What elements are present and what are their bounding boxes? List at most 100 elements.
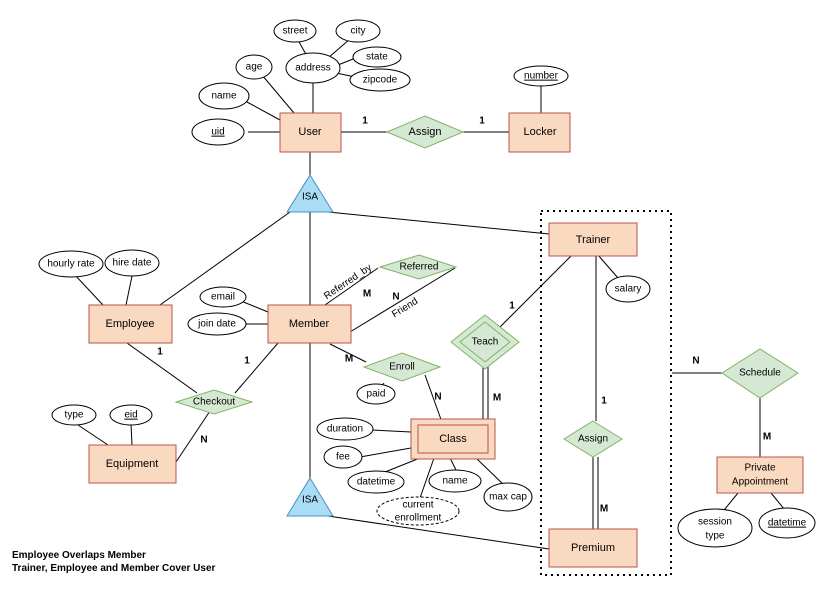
card-employee-checkout: 1: [157, 347, 163, 358]
attribute-uid: uid: [191, 118, 245, 146]
svg-text:Trainer: Trainer: [576, 234, 611, 246]
card-assign-premium: M: [600, 504, 608, 515]
card-user-assign: 1: [362, 116, 368, 127]
entity-employee: Employee: [88, 304, 173, 344]
card-schedule-appointment: M: [763, 432, 771, 443]
svg-text:Referred: Referred: [400, 262, 439, 273]
attribute-name-user: name: [198, 82, 250, 110]
svg-text:Premium: Premium: [571, 542, 615, 554]
svg-text:paid: paid: [367, 389, 386, 400]
svg-text:Enroll: Enroll: [389, 362, 415, 373]
entity-user: User: [279, 112, 342, 153]
connector-lines: [73, 38, 786, 550]
card-group-schedule: N: [692, 356, 699, 367]
svg-text:Appointment: Appointment: [732, 477, 788, 488]
svg-text:email: email: [211, 292, 235, 303]
attribute-type: type: [51, 404, 97, 426]
svg-text:Locker: Locker: [523, 126, 556, 138]
svg-text:join date: join date: [197, 319, 236, 330]
svg-text:type: type: [65, 410, 84, 421]
svg-text:hourly rate: hourly rate: [47, 259, 95, 270]
relationship-assign-user-locker: Assign: [385, 115, 465, 149]
attribute-paid: paid: [356, 383, 396, 405]
svg-text:Assign: Assign: [578, 434, 608, 445]
note-overlap: Employee Overlaps Member: [12, 550, 146, 561]
svg-text:User: User: [298, 126, 322, 138]
attribute-join-date: join date: [187, 312, 247, 336]
svg-text:datetime: datetime: [357, 477, 396, 488]
card-trainer-assign: 1: [601, 396, 607, 407]
card-member-enroll: M: [345, 354, 353, 365]
aggregation-box: [540, 210, 672, 576]
attribute-state: state: [352, 46, 402, 68]
svg-text:ISA: ISA: [302, 495, 318, 506]
attribute-eid: eid: [109, 404, 153, 426]
note-cover: Trainer, Employee and Member Cover User: [12, 563, 216, 574]
svg-text:max cap: max cap: [489, 492, 527, 503]
svg-text:Private: Private: [744, 463, 776, 474]
relationship-enroll: Enroll: [362, 352, 442, 382]
entity-trainer: Trainer: [548, 222, 638, 257]
card-member-checkout: 1: [244, 356, 250, 367]
svg-text:number: number: [524, 71, 559, 82]
svg-text:street: street: [282, 26, 307, 37]
attribute-street: street: [273, 19, 317, 43]
card-referred-friend: N: [392, 292, 399, 303]
attribute-max-cap: max cap: [483, 482, 533, 512]
svg-text:name: name: [442, 476, 467, 487]
attribute-email: email: [199, 286, 247, 308]
svg-text:state: state: [366, 52, 388, 63]
attribute-hourly-rate: hourly rate: [38, 250, 104, 278]
svg-text:Schedule: Schedule: [739, 368, 781, 379]
card-assign-locker: 1: [479, 116, 485, 127]
attribute-city: city: [335, 19, 381, 43]
attribute-salary: salary: [605, 275, 651, 303]
attribute-hire-date: hire date: [104, 249, 160, 277]
attribute-fee: fee: [323, 445, 363, 469]
card-enroll-class: N: [434, 392, 441, 403]
svg-text:eid: eid: [124, 410, 137, 421]
relationship-schedule: Schedule: [721, 348, 799, 399]
relationship-teach: Teach: [450, 314, 520, 370]
relationship-checkout: Checkout: [174, 389, 254, 415]
svg-text:uid: uid: [211, 127, 224, 138]
entity-equipment: Equipment: [88, 444, 177, 484]
attribute-number: number: [513, 65, 569, 87]
card-member-referred: M: [363, 289, 371, 300]
attribute-address: address: [285, 52, 341, 84]
entity-locker: Locker: [508, 112, 571, 153]
svg-text:duration: duration: [327, 424, 363, 435]
svg-text:fee: fee: [336, 452, 350, 463]
entity-class: Class: [410, 418, 496, 460]
attribute-datetime-appointment: datetime: [758, 507, 816, 539]
svg-text:name: name: [211, 91, 236, 102]
svg-text:Member: Member: [289, 318, 330, 330]
entity-premium: Premium: [548, 528, 638, 568]
svg-text:city: city: [351, 26, 366, 37]
svg-text:salary: salary: [615, 284, 642, 295]
svg-text:hire date: hire date: [113, 258, 152, 269]
svg-text:zipcode: zipcode: [363, 75, 398, 86]
svg-text:Employee: Employee: [106, 318, 155, 330]
relationship-referred: Referred: [378, 254, 458, 280]
svg-text:enrollment: enrollment: [395, 513, 442, 524]
svg-text:datetime: datetime: [768, 518, 807, 529]
svg-text:ISA: ISA: [302, 192, 318, 203]
attribute-session-type: session type: [677, 508, 753, 548]
svg-text:type: type: [706, 531, 725, 542]
attribute-age: age: [235, 54, 273, 80]
relationship-assign-trainer-premium: Assign: [563, 420, 623, 458]
attribute-datetime-class: datetime: [347, 470, 405, 494]
svg-text:session: session: [698, 517, 732, 528]
attribute-current-enrollment: current enrollment: [376, 496, 460, 526]
svg-text:Assign: Assign: [408, 126, 441, 138]
svg-text:Checkout: Checkout: [193, 397, 235, 408]
isa-top: ISA: [286, 174, 334, 213]
svg-text:current: current: [402, 500, 433, 511]
isa-bottom: ISA: [286, 477, 334, 517]
entity-member: Member: [267, 304, 352, 344]
card-trainer-teach: 1: [509, 301, 515, 312]
card-checkout-equipment: N: [200, 435, 207, 446]
card-teach-class: M: [493, 393, 501, 404]
attribute-zipcode: zipcode: [349, 68, 411, 92]
